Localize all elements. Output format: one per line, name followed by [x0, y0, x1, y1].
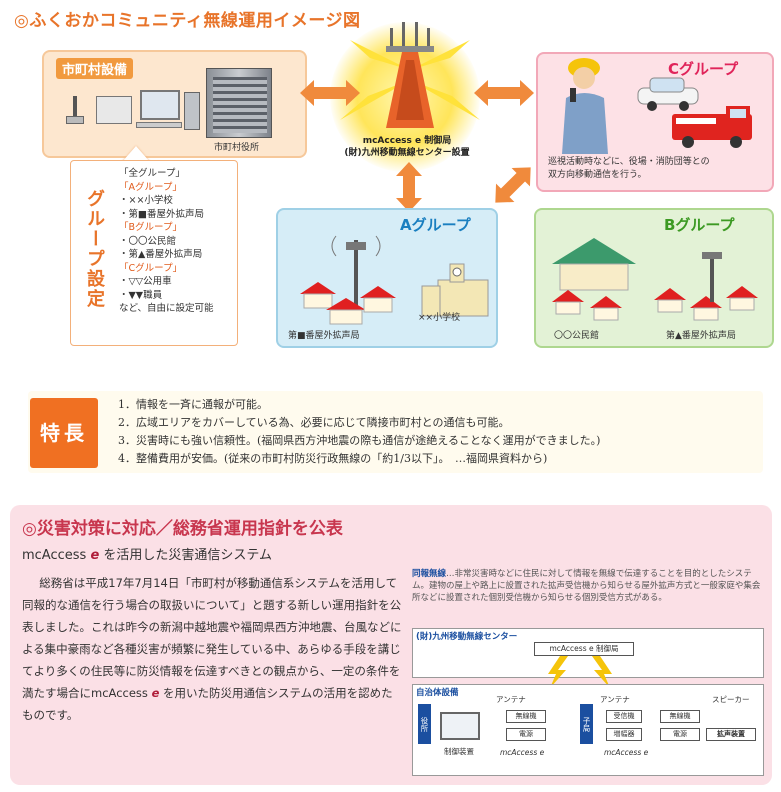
mcaccess-right-label: mcAccess e	[604, 748, 649, 757]
group-c-description: 巡視活動時などに、役場・消防団等との 双方向移動通信を行う。	[548, 156, 710, 182]
speaker-label: スピーカー	[712, 695, 750, 704]
group-entry: ・▼▼職員	[119, 289, 163, 301]
group-entry: ・××小学校	[119, 195, 173, 206]
receiver-unit: 受信機	[606, 710, 642, 723]
group-c-title: Cグループ	[668, 60, 739, 78]
console-icon	[96, 96, 132, 124]
keyboard-icon	[136, 122, 182, 128]
radio-link-lightning-icon	[548, 656, 612, 688]
power-unit-right: 電源	[660, 728, 700, 741]
disaster-body-part2: を用いた防災用通信システムの活用を認めたものです。	[22, 686, 393, 722]
computer-monitor-icon	[140, 90, 180, 120]
center-system-head: (財)九州移動無線センター	[416, 632, 518, 642]
station-operator: (財)九州移動無線センター設置	[344, 148, 470, 158]
radio-definition-text: …非常災害時などに住民に対して情報を無線で伝達することを目的としたシステム。建物…	[412, 569, 761, 603]
group-b-scene	[552, 238, 758, 321]
amp-unit: 増幅器	[606, 728, 642, 741]
group-settings-panel: グループ設定 「全グループ」「Aグループ」・××小学校・第■番屋外拡声局「Bグル…	[70, 160, 238, 346]
center-control-station: mcAccess e 制御局	[534, 642, 634, 656]
feature-item: 2．広域エリアをカバーしている為、必要に応じて隣接市町村との通信も可能。	[118, 416, 510, 429]
arrow-station-group-a	[396, 162, 422, 212]
external-speaker-device: 拡声装置	[706, 728, 756, 741]
radio-unit-right: 無線機	[660, 710, 700, 723]
disaster-body: 総務省は平成17年7月14日「市町村が移動通信系システムを活用して同報的な通信を…	[22, 572, 402, 726]
group-entry: ・第▲番屋外拡声局	[119, 249, 203, 260]
features-list: 1．情報を一斉に通報が可能。 2．広域エリアをカバーしている為、必要に応じて隣接…	[118, 396, 600, 468]
disaster-body-brand-e: e	[151, 686, 160, 700]
feature-item: 4．整備費用が安価。(従来の市町村防災行政無線の「約1/3以下」。 …福岡県資料…	[118, 452, 548, 465]
arrow-station-group-b	[495, 167, 531, 203]
local-system-head: 自治体設備	[416, 688, 459, 698]
server-rack-icon	[184, 92, 200, 130]
field-worker-icon	[562, 58, 608, 154]
group-a-speaker-label: 第■番屋外拡声局	[288, 331, 360, 341]
station-name: mcAccess e 制御局	[362, 136, 452, 146]
antenna-right-label: アンテナ	[600, 695, 630, 704]
group-heading: 「Cグループ」	[119, 262, 183, 274]
group-b-hall-label: 〇〇公民館	[554, 331, 600, 341]
group-c-desc-line1: 巡視活動時などに、役場・消防団等との	[548, 157, 710, 167]
group-entry: 「全グループ」	[119, 168, 185, 179]
feature-item: 1．情報を一斉に通報が可能。	[118, 398, 268, 411]
municipal-label: 市町村設備	[56, 58, 134, 79]
group-c-panel: Cグループ 巡視活動時などに、役場・消防団等との 双方向移動通信を行う。	[536, 52, 774, 192]
radio-unit-left: 無線機	[506, 710, 546, 723]
radio-definition: 同報無線…非常災害時などに住民に対して情報を無線で伝達することを目的としたシステ…	[412, 568, 764, 604]
group-c-desc-line2: 双方向移動通信を行う。	[548, 170, 647, 180]
settings-arrow-up	[122, 146, 150, 162]
group-heading: 「Bグループ」	[119, 222, 182, 233]
group-heading: 「Aグループ」	[119, 181, 182, 193]
radio-definition-term: 同報無線	[412, 569, 447, 579]
center-system-panel	[412, 628, 764, 678]
municipal-hall-label: 市町村役所	[214, 143, 260, 153]
microphone-icon	[66, 96, 84, 124]
group-b-speaker-label: 第▲番屋外拡声局	[666, 331, 736, 341]
group-a-scene	[300, 235, 489, 325]
console-label: 制御装置	[444, 747, 474, 756]
subtitle-brand-e: e	[90, 548, 100, 563]
group-a-panel: Aグループ 第■番屋外拡声局 ××小学校	[276, 208, 498, 348]
fire-truck-icon	[672, 106, 752, 148]
feature-item: 3．災害時にも強い信頼性。(福岡県西方沖地震の際も通信が途絶えることなく運用がで…	[118, 434, 601, 447]
features-panel	[28, 391, 763, 473]
control-station-tower-icon	[340, 22, 480, 128]
municipal-building-icon	[206, 68, 272, 138]
computer-terminal-icon	[440, 712, 480, 740]
mcaccess-left-label: mcAccess e	[500, 748, 545, 757]
disaster-subtitle: mcAccess e を活用した災害通信システム	[22, 544, 272, 563]
disaster-title: ◎災害対策に対応／総務省運用指針を公表	[22, 519, 343, 539]
group-entry: など、自由に設定可能	[119, 303, 214, 314]
official-car-icon	[637, 77, 699, 111]
disaster-body-part1: 総務省は平成17年7月14日「市町村が移動通信系システムを活用して同報的な通信を…	[22, 576, 402, 700]
group-a-title: Aグループ	[400, 216, 471, 234]
subtitle-brand: mcAccess	[22, 548, 91, 563]
power-unit-left: 電源	[506, 728, 546, 741]
subtitle-rest: を活用した災害通信システム	[99, 548, 273, 563]
page-title: ◎ふくおかコミュニティ無線運用イメージ図	[14, 11, 361, 31]
group-settings-title: グループ設定	[84, 189, 105, 309]
office-tag: 役所	[418, 704, 431, 744]
group-a-school-label: ××小学校	[418, 313, 461, 323]
substation-tag: 子局	[580, 704, 593, 744]
arrow-station-group-c	[474, 80, 534, 106]
group-entry: ・▽▽公用車	[119, 276, 172, 287]
group-entry: ・〇〇公民館	[119, 235, 177, 247]
municipal-facilities-panel: 市町村設備 市町村役所	[42, 50, 307, 158]
group-b-title: Bグループ	[664, 216, 735, 234]
antenna-left-label: アンテナ	[496, 695, 526, 704]
group-entry: ・第■番屋外拡声局	[119, 208, 204, 220]
group-b-panel: Bグループ 〇〇公民館 第▲番屋外拡声局	[534, 208, 774, 348]
group-settings-list: 「全グループ」「Aグループ」・××小学校・第■番屋外拡声局「Bグループ」・〇〇公…	[119, 167, 214, 316]
station-label: mcAccess e 制御局 (財)九州移動無線センター設置	[332, 135, 482, 159]
features-badge: 特長	[30, 398, 98, 468]
arrow-municipal-station	[300, 80, 360, 106]
